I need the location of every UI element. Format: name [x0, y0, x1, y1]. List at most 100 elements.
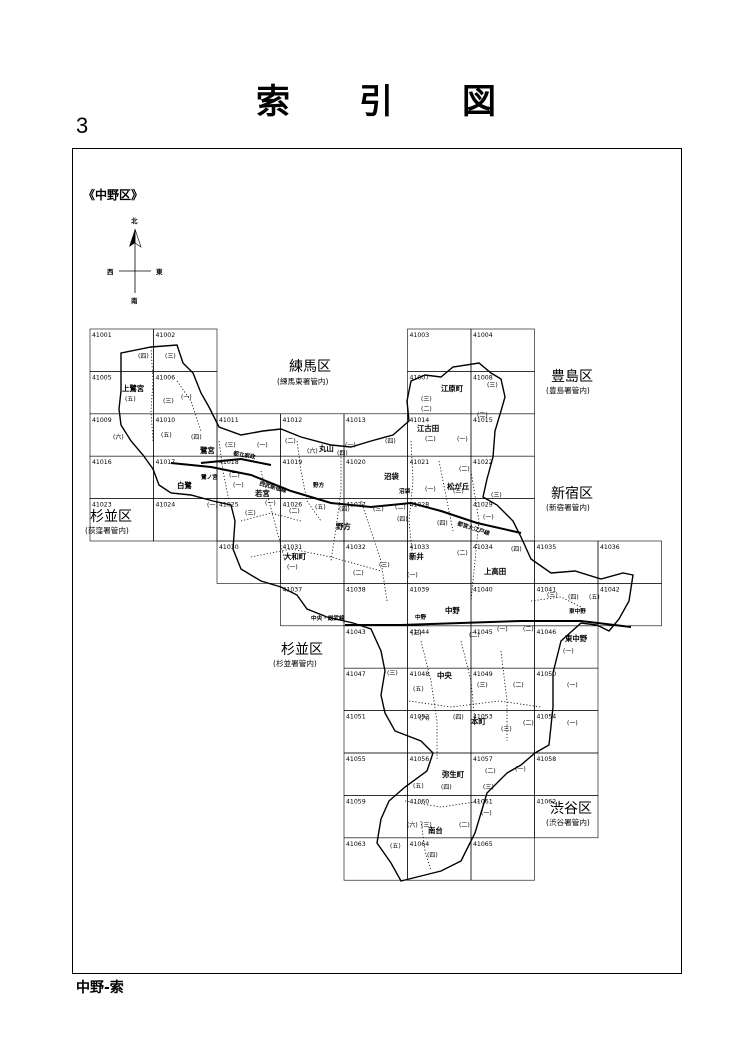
town-kamisaginomiya: 上鷺宮 — [122, 384, 144, 393]
chome-mark: (一) — [457, 436, 468, 443]
grid-cell-label: 41049 — [473, 671, 493, 678]
town-wakamiya: 若宮 — [255, 489, 270, 498]
grid-cell-label: 41056 — [410, 756, 430, 763]
chome-mark: (三) — [491, 492, 502, 499]
grid-cell-label: 41064 — [410, 841, 430, 848]
grid-cell-label: 41043 — [346, 629, 366, 636]
chome-mark: (三) — [245, 510, 256, 517]
chome-mark: (五) — [161, 432, 172, 439]
ward-toshima-note: (豊島署管内) — [546, 385, 590, 395]
chome-mark: (五) — [315, 504, 326, 511]
chome-mark: (二) — [289, 508, 300, 515]
compass-east: 東 — [156, 267, 163, 276]
ward-suginami-south: 杉並区 — [281, 642, 323, 658]
chome-mark: (五) — [390, 843, 401, 850]
chome-mark: (四) — [339, 506, 350, 513]
grid-cell-label: 41008 — [473, 374, 493, 381]
ward-suginami-south-note: (杉並署管内) — [273, 658, 317, 668]
chome-mark: (二) — [229, 472, 240, 479]
chome-boundaries — [150, 346, 582, 872]
grid-cell-label: 41011 — [219, 417, 239, 424]
chome-mark: (五) — [413, 686, 424, 693]
grid-cell-label: 41045 — [473, 629, 493, 636]
grid-cell-label: 41020 — [346, 459, 366, 466]
town-ekoda: 江古田 — [417, 424, 439, 433]
town-layer: 上鷺宮 鷺宮 白鷺 若宮 丸山 江原町 江古田 沼袋 松が丘 野方 大和町 新井… — [122, 384, 588, 835]
label-chuo-sobu: 中央・総武線 — [311, 614, 345, 622]
grid-cell-label: 41018 — [219, 459, 239, 466]
chome-mark: (二) — [523, 626, 534, 633]
chome-mark: (三) — [421, 822, 432, 829]
town-shirasagi: 白鷺 — [177, 481, 192, 490]
chome-mark: (三) — [501, 726, 512, 733]
legend-title: 《中野区》 — [83, 187, 143, 202]
chome-mark: (二) — [421, 406, 432, 413]
grid-cell-label: 41006 — [156, 374, 176, 381]
grid-cell-label: 41034 — [473, 544, 493, 551]
chome-mark: (二) — [477, 412, 488, 419]
station-numabukuro: 沼袋 — [399, 487, 411, 495]
chome-mark: (一) — [287, 564, 298, 571]
ward-shibuya: 渋谷区 — [550, 801, 592, 817]
grid-cell-label: 41016 — [92, 459, 112, 466]
chome-mark: (二) — [459, 822, 470, 829]
grid-cell-label: 41005 — [92, 374, 112, 381]
grid-cell-label: 41026 — [283, 502, 303, 509]
compass-west: 西 — [107, 268, 114, 276]
title-char-3: 図 — [462, 82, 496, 122]
grid-cell-label: 41023 — [92, 502, 112, 509]
chome-mark: (一) — [407, 572, 418, 579]
chome-mark: (六) — [407, 821, 418, 829]
footer-label: 中野-索 — [76, 980, 124, 996]
chome-mark: (六) — [307, 447, 318, 455]
chome-mark: (六) — [419, 714, 430, 722]
grid-cell-label: 41058 — [537, 756, 557, 763]
chome-mark: (二) — [469, 632, 480, 639]
chome-mark: (二) — [353, 570, 364, 577]
chome-mark: (一) — [567, 682, 578, 689]
chome-mark: (四) — [441, 784, 452, 791]
grid-cell-label: 41059 — [346, 798, 366, 805]
grid-cell-label: 41019 — [283, 459, 303, 466]
grid-cell-label: 41042 — [600, 586, 620, 593]
grid-cell-label: 41048 — [410, 671, 430, 678]
town-chuo: 中央 — [437, 671, 452, 680]
chome-mark: (五) — [589, 594, 600, 601]
chome-mark: (四) — [397, 516, 408, 523]
town-arai: 新井 — [409, 552, 424, 561]
chome-mark: (一) — [207, 502, 218, 509]
adjacent-wards: 練馬区 (練馬東署管内) 豊島区 (豊島署管内) 新宿区 (新宿署管内) 杉並区… — [85, 359, 593, 827]
chome-mark: (二) — [485, 768, 496, 775]
chome-mark: (五) — [413, 783, 424, 790]
grid-cell-label: 41063 — [346, 841, 366, 848]
grid-cell-label: 41024 — [156, 502, 176, 509]
chome-mark: (一) — [563, 648, 574, 655]
station-higashinakano: 東中野 — [569, 607, 586, 615]
grid-cell-label: 41052 — [410, 714, 430, 721]
chome-mark: (三) — [477, 682, 488, 689]
chome-mark: (四) — [337, 450, 348, 457]
ward-nerima: 練馬区 — [289, 359, 331, 375]
chome-mark: (一) — [481, 810, 492, 817]
grid-cell-label: 41051 — [346, 714, 366, 721]
ward-toshima: 豊島区 — [551, 369, 593, 385]
town-saginomiya: 鷺宮 — [200, 446, 215, 455]
grid-cell-label: 41055 — [346, 756, 366, 763]
chome-mark: (三) — [387, 670, 398, 677]
town-yamato: 大和町 — [284, 552, 307, 561]
chome-mark: (一) — [515, 766, 526, 773]
title-char-1: 索 — [256, 82, 290, 122]
chome-mark: (一) — [345, 442, 356, 449]
chome-mark: (三) — [163, 398, 174, 405]
page-number: 3 — [76, 113, 89, 138]
grid-cell — [597, 583, 662, 627]
chome-mark: (一) — [425, 486, 436, 493]
chome-mark: (四) — [453, 714, 464, 721]
grid-cell-label: 41015 — [473, 417, 493, 424]
grid-cell-label: 41062 — [537, 798, 557, 805]
chome-mark: (二) — [513, 682, 524, 689]
ward-nerima-note: (練馬東署管内) — [277, 376, 329, 386]
chome-mark: (六) — [113, 433, 124, 441]
grid-cell-label: 41061 — [473, 798, 493, 805]
